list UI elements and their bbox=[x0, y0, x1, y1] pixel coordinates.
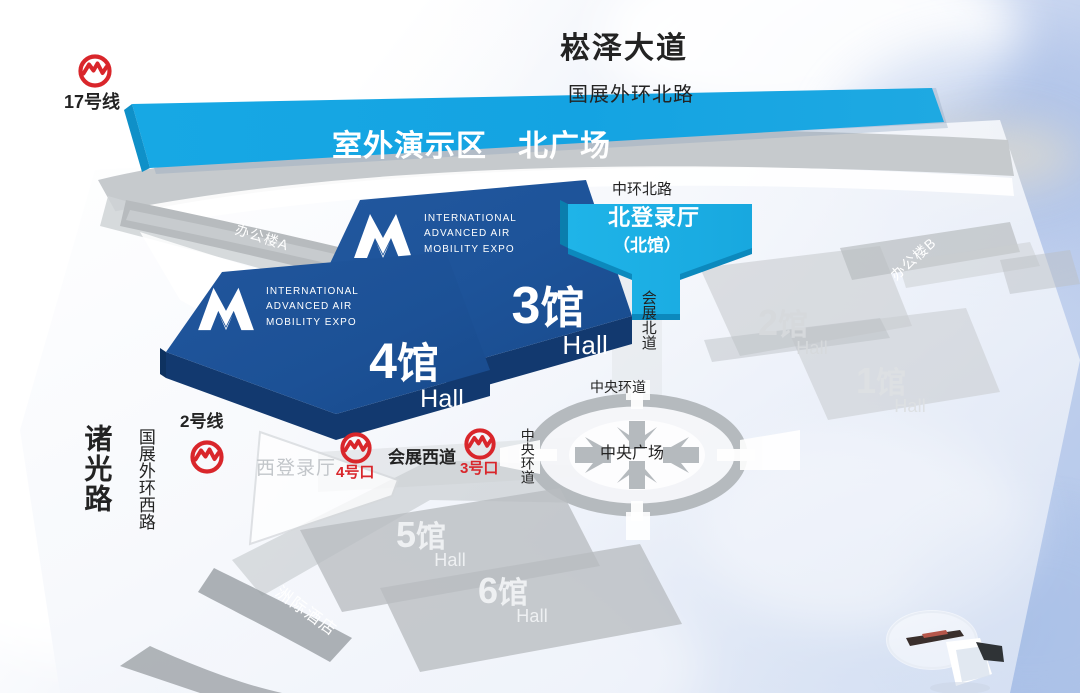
hall2-number: 2 bbox=[757, 302, 779, 343]
hall4-shape[interactable] bbox=[160, 252, 500, 452]
metro-logo-icon-exit4[interactable] bbox=[340, 432, 372, 464]
drone-illustration bbox=[886, 610, 1004, 693]
metro-line-17-label: 17号线 bbox=[64, 92, 121, 112]
west-registration-hall-shape[interactable] bbox=[228, 418, 408, 558]
expo-logo-hall3: INTERNATIONAL ADVANCED AIR MOBILITY EXPO bbox=[352, 208, 517, 260]
road-label-outer-ring-north: 国展外环北路 bbox=[568, 84, 694, 106]
expo-logo-text: INTERNATIONAL ADVANCED AIR MOBILITY EXPO bbox=[424, 212, 517, 255]
hall5-number: 5 bbox=[395, 514, 417, 555]
road-label-mid-ring-north: 中环北路 bbox=[612, 181, 673, 198]
hall3-en: Hall bbox=[562, 330, 608, 360]
expo-logo-mark-icon bbox=[196, 282, 256, 332]
hall6-label: 6馆 Hall bbox=[458, 568, 548, 627]
hall3-label: 3馆 Hall bbox=[488, 272, 608, 361]
expo-logo-mark-icon bbox=[352, 208, 414, 260]
hall2-label: 2馆 Hall bbox=[738, 300, 828, 359]
central-plaza-label: 中央广场 bbox=[600, 445, 665, 462]
hall3-number: 3 bbox=[511, 277, 541, 335]
hall1-label: 1馆 Hall bbox=[836, 358, 926, 417]
hall2-en: Hall bbox=[796, 338, 828, 358]
hall3-cn: 馆 bbox=[540, 284, 585, 333]
hall6-cn: 馆 bbox=[498, 577, 529, 610]
north-registration-hall-sublabel: （北馆） bbox=[613, 236, 681, 255]
road-label-central-ring-side: 中央环道 bbox=[519, 428, 536, 484]
road-label-expo-west-avenue: 会展西道 bbox=[388, 448, 456, 467]
road-label-outer-ring-west: 国展外环西路 bbox=[135, 428, 155, 530]
outdoor-demo-banner-shape bbox=[124, 88, 948, 174]
hall4-label: 4馆 Hall bbox=[344, 330, 464, 414]
hall4-cn: 馆 bbox=[396, 340, 439, 387]
hall4-number: 4 bbox=[369, 333, 397, 389]
hall1-cn: 馆 bbox=[876, 367, 907, 400]
hall6-number: 6 bbox=[477, 570, 499, 611]
metro-logo-icon-exit3[interactable] bbox=[464, 428, 496, 460]
metro-exit-3-label: 3号口 bbox=[460, 460, 499, 477]
hall1-en: Hall bbox=[894, 396, 926, 416]
north-registration-hall-label: 北登录厅 bbox=[608, 205, 701, 230]
metro-line-2-label: 2号线 bbox=[180, 412, 224, 431]
road-label-central-ring-top: 中央环道 bbox=[590, 379, 646, 395]
road-label-expo-north-avenue: 会展北道 bbox=[639, 290, 657, 350]
hall5-label: 5馆 Hall bbox=[376, 512, 466, 571]
hall6-en: Hall bbox=[516, 606, 548, 626]
expo-logo-hall4: INTERNATIONAL ADVANCED AIR MOBILITY EXPO bbox=[196, 282, 359, 332]
page-title-songze-avenue: 崧泽大道 bbox=[560, 32, 688, 65]
expo-logo-text: INTERNATIONAL ADVANCED AIR MOBILITY EXPO bbox=[266, 285, 359, 328]
hall2-cn: 馆 bbox=[778, 309, 809, 342]
metro-logo-icon-line2[interactable] bbox=[190, 440, 224, 474]
road-label-zhuguang-road: 诸光路 bbox=[81, 424, 113, 514]
metro-exit-4-label: 4号口 bbox=[336, 464, 375, 481]
outdoor-demo-banner-label: 室外演示区 北广场 bbox=[332, 130, 611, 163]
hall5-en: Hall bbox=[434, 550, 466, 570]
hall4-en: Hall bbox=[420, 385, 464, 413]
metro-logo-icon-line17[interactable] bbox=[78, 54, 112, 88]
hall1-number: 1 bbox=[855, 360, 877, 401]
north-registration-hall-shape[interactable] bbox=[560, 196, 770, 346]
hall5-cn: 馆 bbox=[416, 521, 447, 554]
west-registration-hall-label: 西登录厅 bbox=[256, 458, 337, 479]
